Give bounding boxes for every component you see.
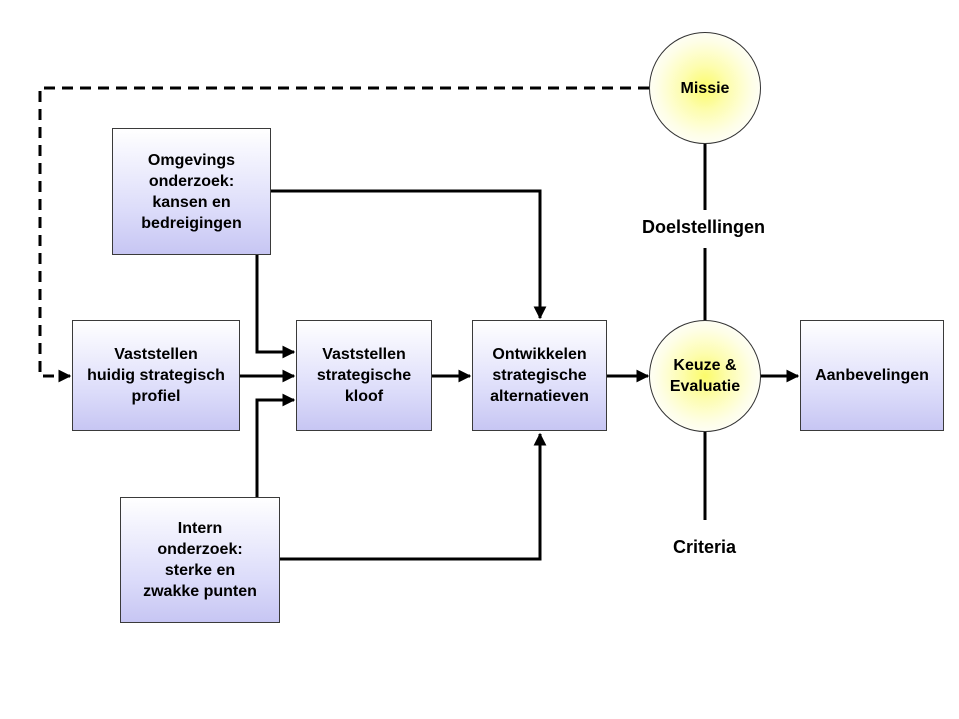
box-intern-onderzoek: Intern onderzoek: sterke en zwakke punte… bbox=[120, 497, 280, 623]
box-ontwikkelen-alternatieven: Ontwikkelen strategische alternatieven bbox=[472, 320, 607, 431]
box-aanbevelingen: Aanbevelingen bbox=[800, 320, 944, 431]
arrow-intern-to-kloof bbox=[255, 393, 296, 497]
circle-keuze-evaluatie: Keuze & Evaluatie bbox=[649, 320, 761, 432]
label-criteria: Criteria bbox=[673, 537, 737, 557]
arrow-omgeving-to-ontwikkelen bbox=[271, 189, 547, 320]
arrow-intern-to-ontwikkelen bbox=[280, 432, 547, 561]
box-omgevingsonderzoek: Omgevings onderzoek: kansen en bedreigin… bbox=[112, 128, 271, 255]
label-doelstellingen: Doelstellingen bbox=[642, 217, 766, 237]
box-vaststellen-kloof: Vaststellen strategische kloof bbox=[296, 320, 432, 431]
box-vaststellen-profiel: Vaststellen huidig strategisch profiel bbox=[72, 320, 240, 431]
arrow-omgeving-to-kloof bbox=[255, 255, 296, 359]
circle-missie: Missie bbox=[649, 32, 761, 144]
